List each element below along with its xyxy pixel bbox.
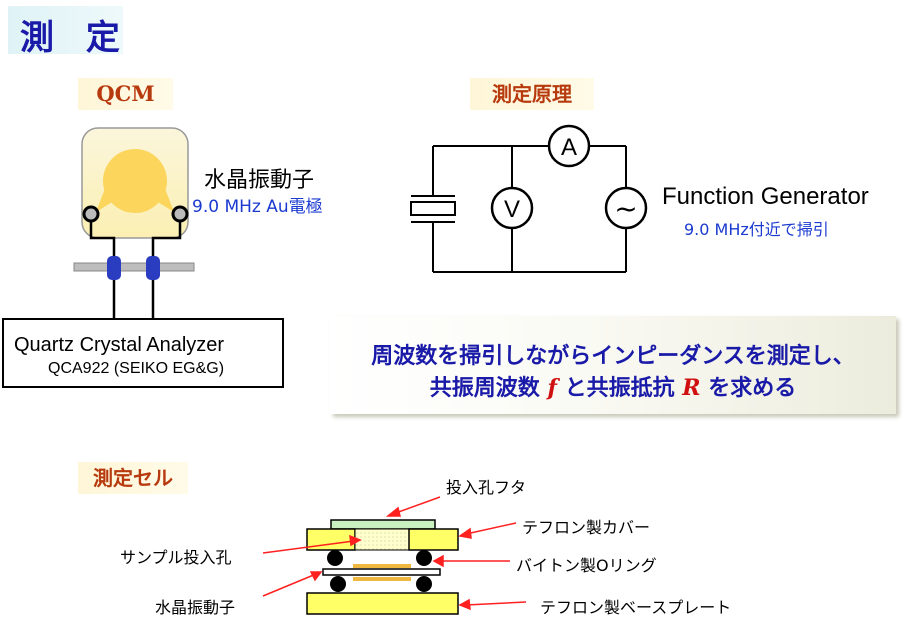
description-line-2: 共振周波数 f と共振抵抗 R を求める [330, 370, 896, 402]
electrode-tab-left [96, 178, 122, 212]
description-box [330, 316, 896, 414]
o-ring-lower-right [416, 576, 432, 592]
label-crystal: 水晶振動子 [155, 598, 236, 617]
o-ring-upper-left [327, 550, 343, 566]
crystal-electrode-top [353, 564, 411, 568]
description-text-post: を求める [708, 376, 797, 401]
o-ring-lower-left [330, 576, 346, 592]
page-title: 測 定 [20, 18, 130, 58]
description-text-pre: 共振周波数 [429, 376, 540, 401]
ac-source-symbol: ~ [614, 192, 637, 225]
resonance-resistance-symbol: R [682, 375, 701, 401]
label-viton-oring: バイトン製Oリング [516, 556, 657, 575]
crystal-plate [322, 568, 441, 576]
arrow-teflon-base [465, 601, 527, 606]
section-label-cell: 測定セル [78, 462, 188, 494]
lead-wire-left [89, 221, 116, 258]
connector-bar [73, 262, 195, 272]
page-title-background [8, 6, 123, 54]
arrow-inlet-lid [392, 496, 441, 515]
description-text-mid: と共振抵抗 [564, 376, 675, 401]
function-generator-spec: 9.0 MHz付近で掃引 [684, 220, 829, 239]
teflon-cover-right [408, 528, 459, 551]
resonance-frequency-symbol: f [547, 375, 557, 401]
label-inlet-lid: 投入孔フタ [446, 478, 527, 497]
ammeter-symbol: A [561, 134, 577, 161]
crystal-name: 水晶振動子 [204, 168, 315, 193]
ammeter-circle [547, 124, 591, 168]
crystal-symbol [410, 195, 456, 223]
crystal-electrode-bottom [353, 577, 411, 581]
teflon-base-plate [306, 592, 459, 615]
lead-wire-right [151, 221, 182, 258]
analyzer-name: Quartz Crystal Analyzer [14, 334, 225, 356]
function-generator-label: Function Generator [662, 183, 869, 210]
crystal-spec: 9.0 MHz Au電極 [192, 197, 323, 217]
ac-source-circle [604, 186, 648, 230]
arrow-crystal [262, 573, 317, 597]
arrow-sample-inlet [262, 540, 355, 554]
label-teflon-base: テフロン製ベースプレート [540, 598, 732, 617]
description-line-1: 周波数を掃引しながらインピーダンスを測定し、 [371, 344, 855, 369]
section-label-qcm: QCM [78, 78, 173, 110]
sample-inlet-hole [354, 528, 410, 551]
voltmeter-circle [490, 186, 534, 230]
o-ring-upper-right [416, 550, 432, 566]
arrow-teflon-cover [465, 522, 517, 535]
electrode-tab-right [148, 178, 174, 212]
connector-left [107, 256, 121, 280]
section-label-principle: 測定原理 [470, 78, 594, 110]
analyzer-box [2, 318, 284, 388]
label-sample-inlet: サンプル投入孔 [120, 548, 232, 567]
voltmeter-symbol: V [504, 196, 520, 223]
label-teflon-cover: テフロン製カバー [522, 518, 651, 537]
connector-right [146, 256, 160, 280]
analyzer-model: QCA922 (SEIKO EG&G) [48, 360, 225, 377]
inlet-lid [330, 519, 436, 530]
